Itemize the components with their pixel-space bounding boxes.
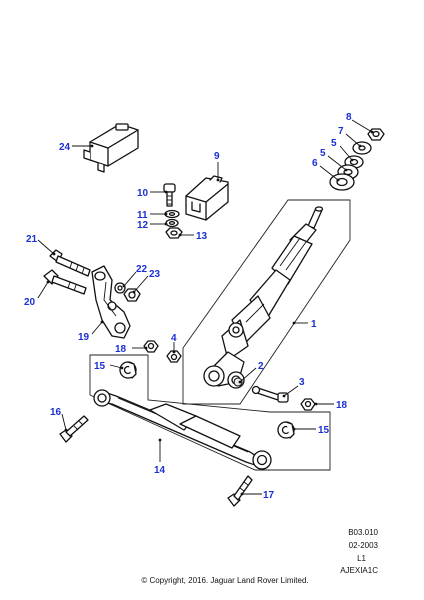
callout-7: 7 [338, 126, 344, 137]
part-16-bolt[interactable] [59, 415, 89, 443]
part-20-bolt[interactable] [43, 269, 87, 295]
part-10-bolt[interactable] [163, 183, 176, 207]
drawing-level: L1 [357, 554, 366, 563]
part-4-nut[interactable] [166, 350, 182, 363]
callout-24: 24 [59, 142, 71, 153]
part-14-group-frame [89, 354, 331, 471]
callout-15-left: 15 [94, 361, 106, 372]
callout-18-left: 18 [115, 344, 127, 355]
callout-11: 11 [137, 210, 148, 221]
callout-9: 9 [214, 151, 220, 162]
part-22-washer[interactable] [114, 282, 126, 294]
part-9-mounting-bracket[interactable] [185, 175, 229, 221]
callout-5-lower: 5 [320, 148, 326, 159]
callout-20: 20 [24, 297, 36, 308]
callout-1: 1 [311, 319, 317, 330]
callout-10: 10 [137, 188, 149, 199]
callout-8: 8 [346, 112, 352, 123]
part-14-lower-link[interactable] [93, 389, 272, 470]
drawing-date: 02-2003 [349, 541, 379, 550]
part-21-bolt[interactable] [49, 249, 91, 277]
callout-3: 3 [299, 377, 305, 388]
callout-23: 23 [149, 269, 161, 280]
part-12-washer[interactable] [165, 218, 179, 228]
callout-12: 12 [137, 220, 149, 231]
part-13-nut[interactable] [165, 227, 183, 239]
part-24-control-module[interactable] [83, 123, 139, 173]
callout-4: 4 [171, 333, 177, 344]
part-2-bush[interactable] [233, 377, 243, 387]
drawing-ref: B03.010 [348, 528, 378, 537]
part-8-nut[interactable] [367, 128, 385, 141]
callout-17: 17 [263, 490, 275, 501]
part-7-washer[interactable] [352, 141, 372, 155]
callout-21: 21 [26, 234, 38, 245]
callout-22: 22 [136, 264, 148, 275]
part-3-bolt[interactable] [251, 385, 289, 403]
callout-6: 6 [312, 158, 318, 169]
part-17-bolt[interactable] [227, 475, 253, 507]
part-1-suspension-arm[interactable] [203, 206, 324, 389]
part-15-bush-right[interactable] [277, 421, 295, 439]
callout-15-right: 15 [318, 425, 330, 436]
callout-2: 2 [258, 361, 264, 372]
copyright-notice: © Copyright, 2016. Jaguar Land Rover Lim… [141, 576, 308, 585]
callout-14: 14 [154, 465, 166, 476]
part-18-nut-right[interactable] [300, 398, 316, 411]
part-18-nut-left[interactable] [143, 340, 159, 353]
part-1-group-frame [182, 199, 351, 405]
callout-16: 16 [50, 407, 62, 418]
drawing-code: AJEXIA1C [340, 566, 378, 575]
part-19-bracket[interactable] [91, 265, 131, 339]
part-23-nut[interactable] [123, 288, 141, 302]
part-11-washer[interactable] [164, 209, 180, 219]
part-15-bush-left[interactable] [119, 361, 137, 379]
callout-19: 19 [78, 332, 90, 343]
leader-lines [37, 119, 374, 496]
callout-13: 13 [196, 231, 208, 242]
callout-5-upper: 5 [331, 138, 337, 149]
callout-18-right: 18 [336, 400, 348, 411]
